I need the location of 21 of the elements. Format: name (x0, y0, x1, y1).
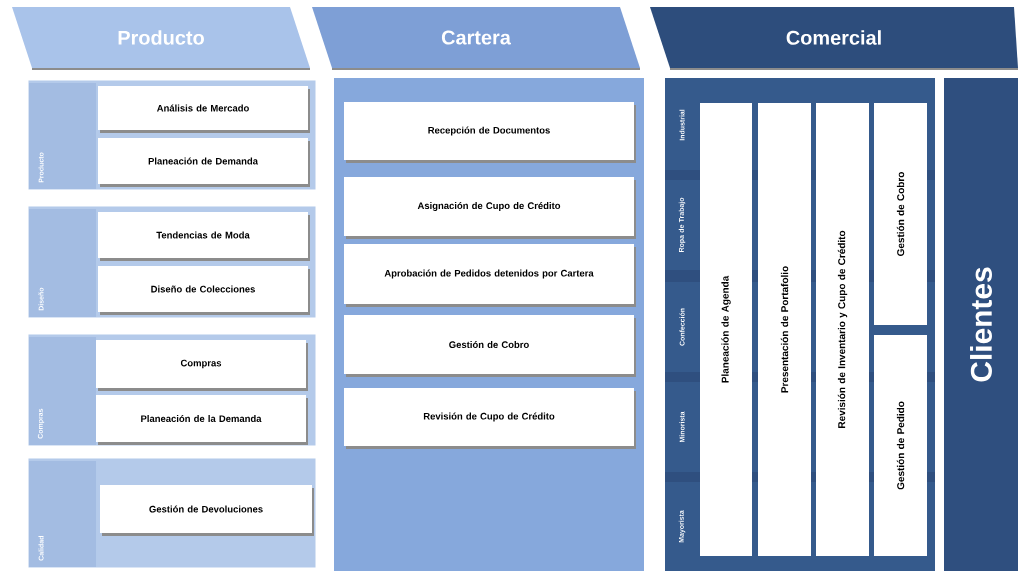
process-box: Asignación de Cupo de Crédito (344, 177, 636, 239)
process-box: Revisión de Inventario y Cupo de Crédito (816, 103, 869, 556)
process-box: Presentación de Portafolio (758, 103, 811, 556)
column-header: Producto (12, 7, 310, 70)
process-box: Aprobación de Pedidos detenidos por Cartera (344, 244, 636, 307)
customer-panel: Clientes (944, 78, 1018, 571)
process-box: Gestión de Pedido (874, 335, 927, 556)
column-header: Comercial (650, 7, 1018, 70)
process-box: Compras (96, 340, 308, 391)
process-box: Gestión de Devoluciones (100, 485, 314, 536)
process-box: Gestión de Cobro (874, 103, 927, 325)
process-box: Planeación de la Demanda (96, 395, 308, 445)
process-box: Planeación de Agenda (700, 103, 752, 556)
column-header: Cartera (312, 7, 640, 70)
process-box: Diseño de Colecciones (98, 266, 310, 315)
process-box: Recepción de Documentos (344, 102, 636, 163)
process-box: Análisis de Mercado (98, 86, 310, 133)
process-box: Tendencias de Moda (98, 212, 310, 261)
process-box: Gestión de Cobro (344, 315, 636, 377)
process-box: Revisión de Cupo de Crédito (344, 388, 636, 449)
process-box: Planeación de Demanda (98, 138, 310, 187)
